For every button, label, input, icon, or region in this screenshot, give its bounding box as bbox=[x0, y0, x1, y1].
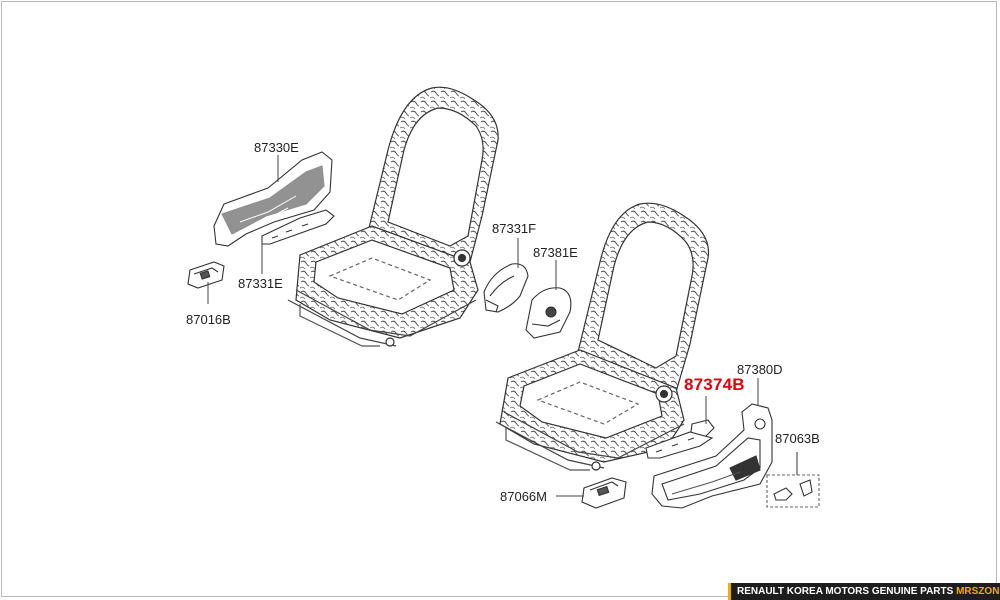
part-87063B-shape bbox=[766, 452, 820, 508]
right-seat-frame bbox=[495, 202, 710, 471]
part-87374B-shape bbox=[645, 419, 715, 459]
label-87331E[interactable]: 87331E bbox=[238, 276, 283, 291]
watermark-footer: RENAULT KOREA MOTORS GENUINE PARTS MRSZO… bbox=[728, 583, 1000, 600]
label-87016B[interactable]: 87016B bbox=[186, 312, 231, 327]
label-87380D[interactable]: 87380D bbox=[737, 362, 783, 377]
label-87381E[interactable]: 87381E bbox=[533, 245, 578, 260]
leader-lines bbox=[207, 155, 759, 497]
part-87331F-shape bbox=[483, 263, 529, 313]
part-87380D-shape bbox=[651, 403, 773, 509]
left-seat-frame bbox=[287, 86, 499, 347]
label-87066M[interactable]: 87066M bbox=[500, 489, 547, 504]
footer-text: RENAULT KOREA MOTORS GENUINE PARTS bbox=[737, 586, 954, 597]
label-87374B-highlighted[interactable]: 87374B bbox=[684, 375, 745, 394]
part-87016B-shape bbox=[187, 261, 225, 289]
label-87330E[interactable]: 87330E bbox=[254, 140, 299, 155]
part-87330E-shape bbox=[213, 151, 333, 247]
label-87063B[interactable]: 87063B bbox=[775, 431, 820, 446]
part-87381E-shape bbox=[525, 287, 572, 339]
footer-brand: MRSZONE bbox=[956, 586, 1000, 597]
label-87331F[interactable]: 87331F bbox=[492, 221, 537, 236]
part-87066M-shape bbox=[581, 477, 627, 509]
part-87331E-shape bbox=[261, 209, 335, 245]
